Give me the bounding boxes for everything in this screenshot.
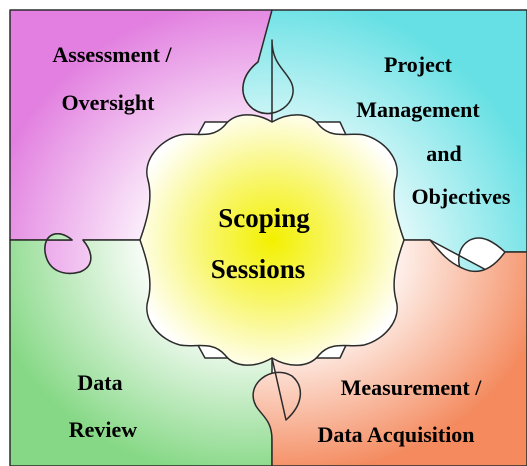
label-measurement-line2: Data Acquisition bbox=[317, 422, 474, 447]
piece-measurement bbox=[252, 239, 527, 466]
label-assessment-line2: Oversight bbox=[62, 90, 156, 115]
label-scoping-line2: Sessions bbox=[211, 254, 306, 284]
label-project-line2: Management bbox=[356, 97, 480, 122]
label-assessment-line1: Assessment / bbox=[52, 42, 172, 67]
label-project-line3: and bbox=[426, 141, 461, 166]
label-measurement-line1: Measurement / bbox=[341, 375, 483, 400]
piece-scoping-sessions bbox=[139, 114, 405, 366]
label-project-line1: Project bbox=[384, 52, 453, 77]
label-project-line4: Objectives bbox=[412, 184, 511, 209]
label-data-review-line1: Data bbox=[77, 370, 122, 395]
piece-data-review bbox=[9, 233, 273, 466]
label-scoping-line1: Scoping bbox=[218, 203, 310, 233]
label-data-review-line2: Review bbox=[69, 417, 138, 442]
